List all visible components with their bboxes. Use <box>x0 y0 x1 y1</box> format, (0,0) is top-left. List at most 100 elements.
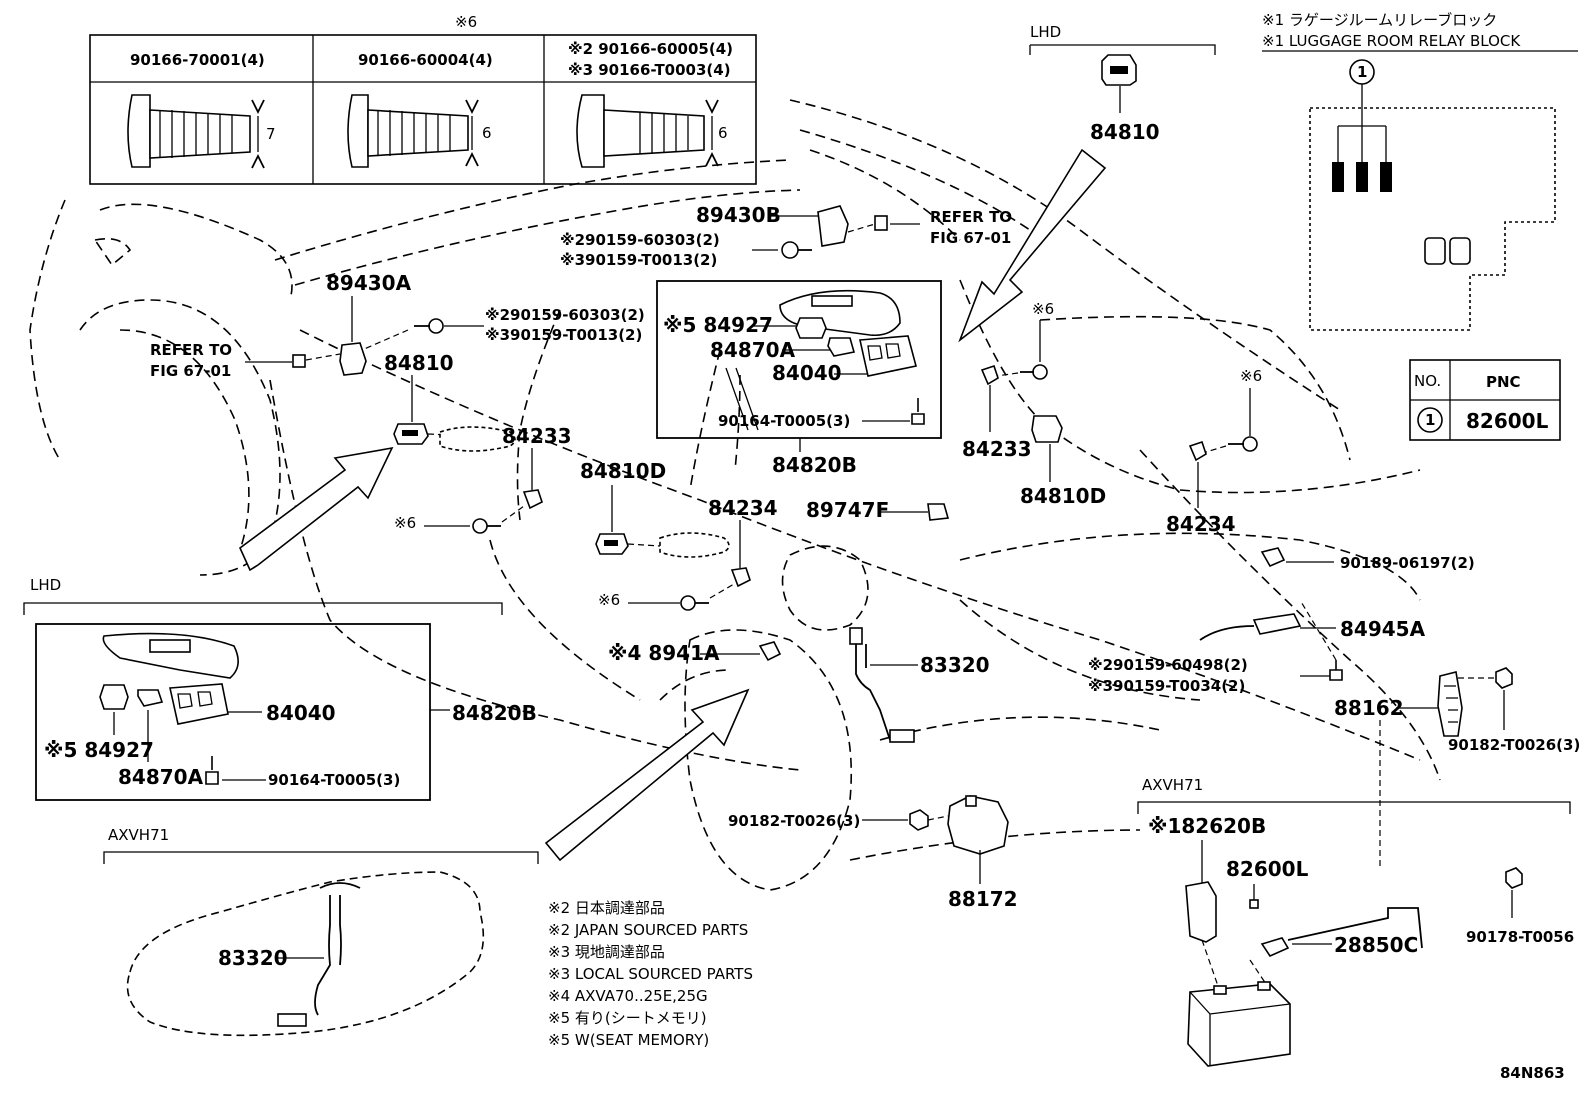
part-84233-mid: 84233 <box>502 424 572 448</box>
relay-title-jp: ※1 ラゲージルームリレーブロック <box>1262 11 1497 29</box>
pnc-row-no: 1 <box>1425 411 1435 429</box>
detail-box-84820B-lhd <box>35 623 431 801</box>
nut-part-icon <box>1505 867 1523 889</box>
part-84870A-top: 84870A <box>710 338 796 362</box>
bolt-part-icon <box>472 518 501 534</box>
connector-part-icon <box>874 215 888 231</box>
part-bolt-b-jp: ※290159-60303(2) <box>560 231 720 249</box>
switch-block-icon <box>169 683 229 725</box>
screw-icon <box>576 94 719 168</box>
nut-part-icon <box>1495 667 1513 689</box>
screw-icon <box>127 94 265 169</box>
note-line: ※3 LOCAL SOURCED PARTS <box>548 965 753 983</box>
pnc-row-pnc: 82600L <box>1466 409 1549 433</box>
horn-part-icon <box>947 795 1009 855</box>
bracket-part-icon <box>339 342 367 376</box>
part-84927-top: ※5 84927 <box>663 313 773 337</box>
note-line: ※2 JAPAN SOURCED PARTS <box>548 921 748 939</box>
part-84870A-left: 84870A <box>118 765 204 789</box>
fuel-tank-icon <box>126 871 485 1037</box>
screw-col1: 90166-70001(4) <box>130 51 265 69</box>
axvh71-left-label: AXVH71 <box>108 826 169 844</box>
note-line: ※4 AXVA70..25E,25G <box>548 987 708 1005</box>
switch-part-icon <box>137 689 164 707</box>
mark-6-b: ※6 <box>598 591 620 609</box>
part-83320-mid: 83320 <box>920 653 990 677</box>
diagram-ref-code: 84N863 <box>1500 1064 1565 1082</box>
part-90164-left: 90164-T0005(3) <box>268 771 400 789</box>
part-82600L: 82600L <box>1226 857 1309 881</box>
cable-bracket-icon <box>1260 907 1423 958</box>
switch-part-icon <box>1101 54 1137 86</box>
clip-part-icon <box>980 364 999 386</box>
note-line: ※5 W(SEAT MEMORY) <box>548 1031 709 1049</box>
axvh71-right-label: AXVH71 <box>1142 776 1203 794</box>
notes-list: ※2 日本調達部品 ※2 JAPAN SOURCED PARTS ※3 現地調達… <box>548 899 753 1049</box>
part-83320-left: 83320 <box>218 946 288 970</box>
part-bolt-a-jp: ※290159-60303(2) <box>485 306 645 324</box>
mark-6-a: ※6 <box>394 514 416 532</box>
connector-part-icon <box>292 354 306 368</box>
part-84040-top: 84040 <box>772 361 842 385</box>
part-bolt-c-lo: ※390159-T0034(2) <box>1088 677 1245 695</box>
screw-dim2: 6 <box>482 124 492 142</box>
note-line: ※3 現地調達部品 <box>548 943 665 961</box>
part-84820B-left: 84820B <box>452 701 537 725</box>
screw-table-note: ※6 <box>455 13 477 31</box>
part-84234-mid: 84234 <box>708 496 778 520</box>
door-handle-icon <box>439 426 516 452</box>
screw-col3-line2: ※3 90166-T0003(4) <box>568 61 731 79</box>
clip-part-icon <box>730 567 751 588</box>
part-90164-top: 90164-T0005(3) <box>718 412 850 430</box>
relay-part-icon <box>1185 881 1217 943</box>
bolt-part-icon <box>1329 660 1343 681</box>
switch-part-icon <box>827 337 856 357</box>
detail-box-84820B <box>656 280 942 439</box>
part-88162: 88162 <box>1334 696 1404 720</box>
part-84820B-top: 84820B <box>772 453 857 477</box>
bolt-part-icon <box>1020 364 1048 380</box>
part-bolt-c-jp: ※290159-60498(2) <box>1088 656 1248 674</box>
clip-part-icon <box>1188 440 1207 462</box>
note-line: ※5 有り(シートメモリ) <box>548 1009 707 1027</box>
screw-dim3: 6 <box>718 124 728 142</box>
part-bolt-a-lo: ※390159-T0013(2) <box>485 326 642 344</box>
part-bolt-b-lo: ※390159-T0013(2) <box>560 251 717 269</box>
bolt-part-icon <box>414 318 444 334</box>
part-84927-left: ※5 84927 <box>44 738 154 762</box>
switch-block-icon <box>859 335 917 377</box>
refer-right-line2: FIG 67-01 <box>930 229 1011 247</box>
pnc-col-no: NO. <box>1414 372 1441 390</box>
lhd-top-label: LHD <box>1030 23 1061 41</box>
bolt-part-icon <box>1228 436 1258 452</box>
part-8941A: ※4 8941A <box>608 641 720 665</box>
view-arrow <box>239 446 394 572</box>
pnc-table: NO. PNC 1 82600L <box>1409 359 1561 441</box>
part-84810-top: 84810 <box>1090 120 1160 144</box>
screw-dim1: 7 <box>266 125 276 143</box>
svg-text:1: 1 <box>1357 63 1367 81</box>
nut-part-icon <box>909 809 929 831</box>
sensor-part-icon <box>758 641 782 662</box>
screw-table: ※6 90166-70001(4) 90166-60004(4) ※2 9016… <box>89 13 757 185</box>
fuel-pump-icon <box>849 627 915 743</box>
part-90182-mid: 90182-T0026(3) <box>728 812 860 830</box>
part-84234-right: 84234 <box>1166 512 1236 536</box>
switch-part-icon <box>1031 415 1063 443</box>
part-89430A: 89430A <box>326 271 412 295</box>
screw-icon <box>347 94 479 168</box>
relay-title-en: ※1 LUGGAGE ROOM RELAY BLOCK <box>1262 32 1521 50</box>
switch-part-icon <box>595 533 629 555</box>
note-line: ※2 日本調達部品 <box>548 899 665 917</box>
mark-6-r2: ※6 <box>1240 367 1262 385</box>
refer-left-line1: REFER TO <box>150 341 232 359</box>
screw-col2: 90166-60004(4) <box>358 51 493 69</box>
relay-block: ※1 ラゲージルームリレーブロック ※1 LUGGAGE ROOM RELAY … <box>1262 11 1578 441</box>
view-arrow <box>958 148 1107 343</box>
part-84810D-mid: 84810D <box>580 459 666 483</box>
pnc-col-pnc: PNC <box>1486 373 1521 391</box>
bolt-part-icon <box>781 241 812 259</box>
screw-part-icon <box>205 756 219 785</box>
refer-right-line1: REFER TO <box>930 208 1012 226</box>
